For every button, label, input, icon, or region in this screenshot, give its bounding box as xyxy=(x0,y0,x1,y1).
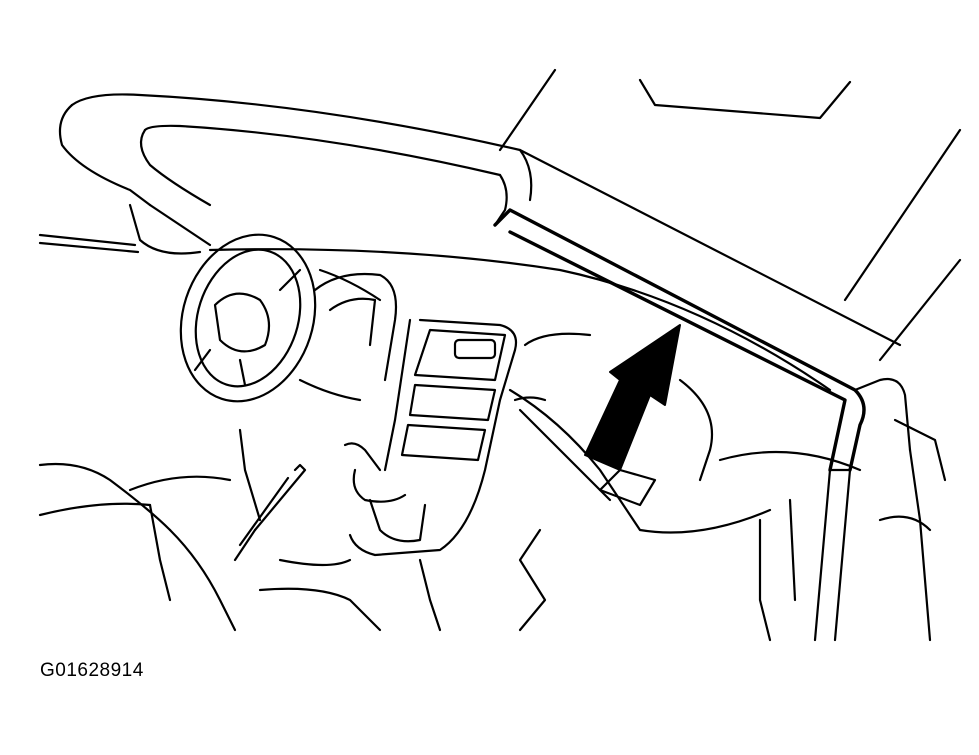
windshield-header xyxy=(58,93,902,347)
gear-shifter xyxy=(343,442,427,543)
callout-arrow xyxy=(584,324,681,471)
dashboard-top xyxy=(208,248,832,392)
headliner-trim xyxy=(128,203,212,255)
a-pillar xyxy=(813,377,932,642)
window-frame-lines xyxy=(38,68,962,362)
seat-outlines xyxy=(38,418,947,642)
center-console xyxy=(348,318,592,557)
figure-code: G01628914 xyxy=(40,660,144,681)
parking-brake xyxy=(233,463,307,562)
windshield-weatherstrip xyxy=(493,208,866,472)
steering-wheel xyxy=(179,233,317,403)
instrument-cluster xyxy=(298,272,398,402)
passenger-dashboard xyxy=(508,378,862,632)
